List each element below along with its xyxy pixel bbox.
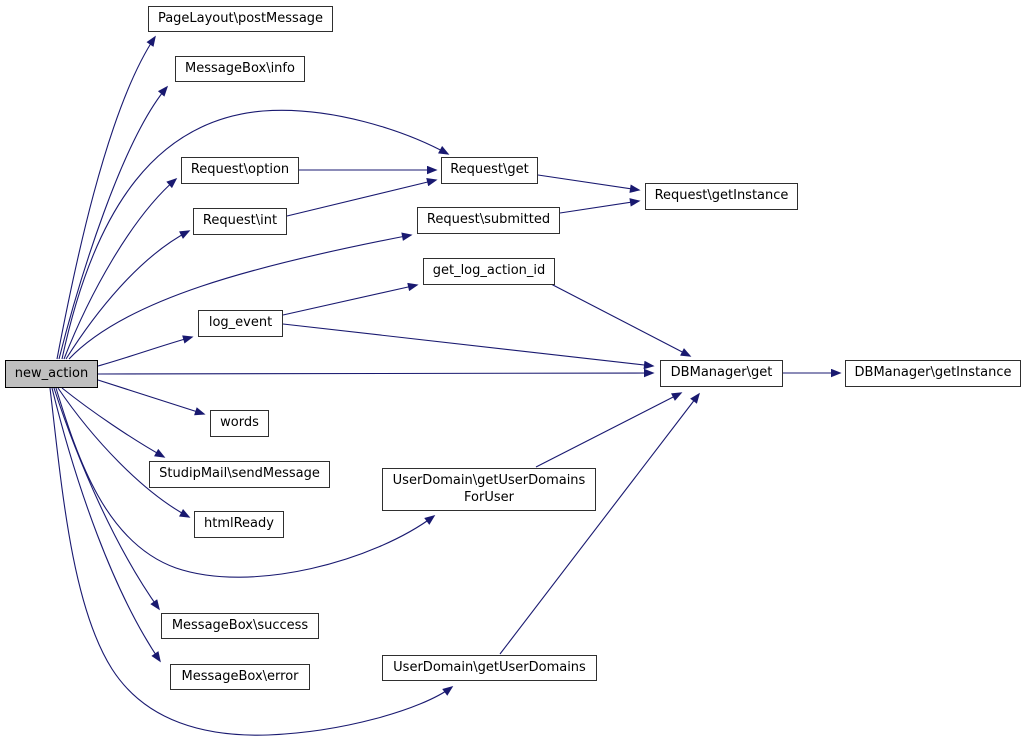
- edge-new-action-to-request-int: [65, 230, 191, 360]
- node-label: UserDomain\getUserDomains: [393, 659, 586, 675]
- node-request-int[interactable]: Request\int: [193, 208, 287, 235]
- node-request-get[interactable]: Request\get: [441, 157, 538, 184]
- edge-userdomain-getuserdomainsforuser-to-dbmanager-get: [535, 392, 683, 468]
- edge-new-action-to-messagebox-success: [53, 387, 160, 611]
- node-pagelayout-postmessage[interactable]: PageLayout\postMessage: [148, 6, 333, 32]
- edge-new-action-to-htmlready: [57, 387, 191, 518]
- node-label: StudipMail\sendMessage: [159, 466, 320, 482]
- node-words[interactable]: words: [210, 410, 269, 437]
- node-label: MessageBox\success: [171, 617, 309, 633]
- node-dbmanager-get[interactable]: DBManager\get: [660, 360, 783, 387]
- node-log-event[interactable]: log_event: [198, 310, 283, 337]
- node-request-option[interactable]: Request\option: [181, 157, 299, 184]
- node-label: Request\int: [202, 213, 278, 229]
- edge-new-action-to-request-option: [63, 177, 178, 360]
- node-messagebox-success[interactable]: MessageBox\success: [161, 613, 319, 639]
- node-label: PageLayout\postMessage: [157, 10, 324, 26]
- node-studipmail-sendmessage[interactable]: StudipMail\sendMessage: [149, 461, 330, 488]
- edge-new-action-to-studipmail-sendmessage: [61, 387, 166, 458]
- node-label: MessageBox\info: [185, 60, 295, 76]
- node-messagebox-info[interactable]: MessageBox\info: [175, 56, 305, 82]
- node-label: get_log_action_id: [432, 263, 546, 279]
- node-userdomain-getuserdomains[interactable]: UserDomain\getUserDomains: [382, 655, 597, 681]
- edge-request-get-to-request-getinstance: [537, 174, 641, 193]
- edge-new-action-to-words: [97, 379, 206, 416]
- node-new-action: new_action: [5, 360, 98, 388]
- node-get-log-action-id[interactable]: get_log_action_id: [423, 258, 555, 285]
- node-label: Request\getInstance: [654, 188, 789, 204]
- edge-request-submitted-to-request-getinstance: [559, 198, 641, 214]
- node-label: Request\option: [190, 162, 290, 178]
- node-htmlready[interactable]: htmlReady: [194, 511, 284, 538]
- edge-new-action-to-userdomain-getuserdomains: [49, 387, 454, 736]
- node-label-line1: UserDomain\getUserDomains: [392, 473, 586, 489]
- edge-log-event-to-get-log-action-id: [282, 282, 419, 316]
- node-label: DBManager\get: [670, 365, 773, 381]
- node-label: htmlReady: [204, 516, 274, 532]
- node-request-getinstance[interactable]: Request\getInstance: [645, 183, 798, 210]
- node-label: Request\get: [450, 162, 529, 178]
- edge-request-int-to-request-get: [286, 177, 438, 217]
- node-request-submitted[interactable]: Request\submitted: [417, 207, 560, 234]
- edge-log-event-to-dbmanager-get: [282, 323, 655, 370]
- node-messagebox-error[interactable]: MessageBox\error: [170, 664, 310, 690]
- edge-userdomain-getuserdomains-to-dbmanager-get: [499, 392, 700, 655]
- edge-new-action-to-log-event: [97, 335, 194, 367]
- node-dbmanager-getinstance[interactable]: DBManager\getInstance: [845, 360, 1021, 387]
- edge-new-action-to-messagebox-error: [51, 387, 161, 663]
- node-label: DBManager\getInstance: [854, 365, 1012, 381]
- node-label: new_action: [14, 365, 89, 381]
- edge-new-action-to-pagelayout-postmessage: [56, 35, 156, 360]
- node-label-line2: ForUser: [464, 489, 514, 505]
- node-label: Request\submitted: [426, 212, 551, 228]
- edge-get-log-action-id-to-dbmanager-get: [550, 283, 692, 357]
- node-label: words: [220, 415, 259, 431]
- edge-new-action-to-messagebox-info: [58, 85, 169, 360]
- node-label: MessageBox\error: [181, 668, 299, 684]
- node-userdomain-getuserdomainsforuser[interactable]: UserDomain\getUserDomains ForUser: [382, 468, 596, 511]
- edge-new-action-to-request-get: [61, 109, 450, 360]
- edge-new-action-to-dbmanager-get: [97, 368, 655, 378]
- node-label: log_event: [208, 315, 273, 331]
- edge-new-action-to-request-submitted: [68, 232, 413, 360]
